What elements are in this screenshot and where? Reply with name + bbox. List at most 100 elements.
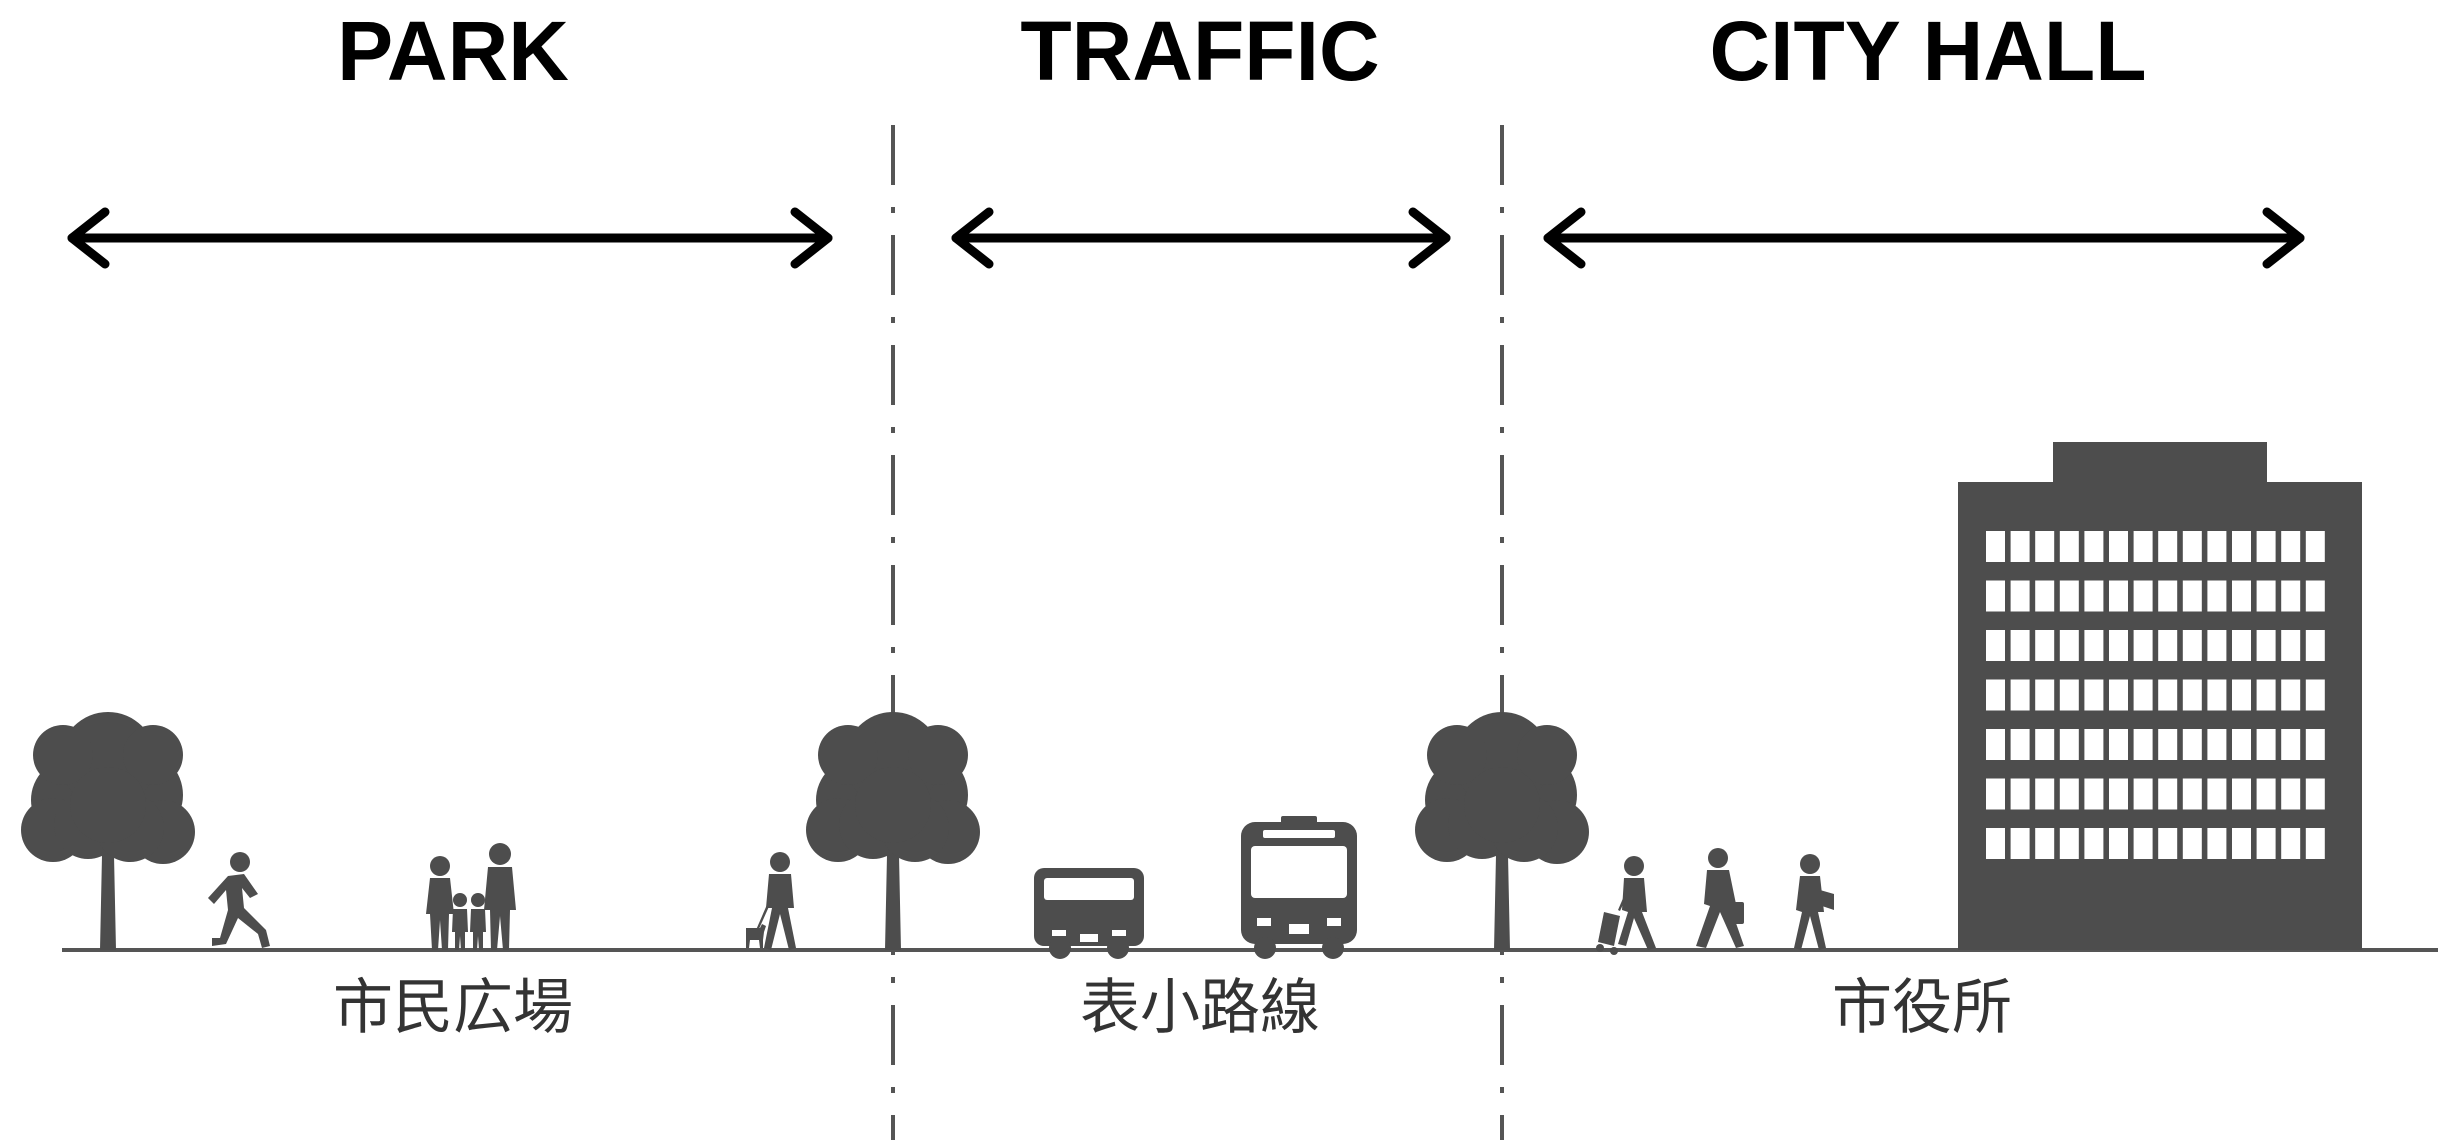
building-window: [2232, 679, 2251, 711]
building-icon: [1958, 442, 2362, 950]
building-window: [1986, 778, 2005, 810]
traveler-icon: [1596, 856, 1656, 955]
building-window: [2207, 679, 2227, 711]
building-window: [2305, 580, 2325, 612]
building-window: [1986, 531, 2005, 562]
building-window: [2059, 630, 2079, 661]
building-window: [2182, 778, 2202, 810]
building-window: [2084, 729, 2104, 760]
city-hall-extent-arrow: [1543, 207, 2305, 269]
zone-label-park: 市民広場: [333, 973, 573, 1043]
building-window: [2133, 580, 2153, 612]
building-window: [2059, 778, 2079, 810]
building-window: [2084, 679, 2104, 711]
building-window: [2133, 630, 2153, 661]
tree-icon: [806, 712, 980, 950]
bus-icon: [1241, 816, 1357, 959]
building-window: [2084, 531, 2104, 562]
building-window: [2084, 630, 2104, 661]
building-window: [2035, 679, 2055, 711]
tree-icon: [21, 712, 195, 950]
building-window: [2305, 828, 2325, 859]
tree-icon: [1415, 712, 1589, 950]
building-window: [2305, 630, 2325, 661]
building-window: [2084, 778, 2104, 810]
building-window: [2059, 531, 2079, 562]
building-window: [2109, 580, 2128, 612]
building-window: [2281, 679, 2301, 711]
building-window: [2010, 778, 2030, 810]
building-window: [2133, 729, 2153, 760]
building-window: [2207, 580, 2227, 612]
building-window: [2232, 729, 2251, 760]
pedestrian-icon: [1696, 848, 1744, 948]
building-window: [2035, 630, 2055, 661]
building-window: [2305, 729, 2325, 760]
building-window: [2232, 580, 2251, 612]
building-window: [2084, 828, 2104, 859]
zone-title-city-hall: CITY HALL: [1709, 4, 2146, 98]
zone-label-traffic: 表小路線: [1080, 973, 1320, 1043]
building-window: [2207, 630, 2227, 661]
building-window: [2158, 531, 2178, 562]
building-window: [2232, 630, 2251, 661]
building-window: [2158, 630, 2178, 661]
building-window: [2109, 828, 2128, 859]
building-window: [2010, 531, 2030, 562]
building-window: [1986, 630, 2005, 661]
building-window: [2109, 630, 2128, 661]
runner-icon: [208, 852, 270, 948]
building-window: [2084, 580, 2104, 612]
building-window: [2010, 630, 2030, 661]
building-window: [2207, 729, 2227, 760]
building-window: [2182, 580, 2202, 612]
building-window: [2035, 729, 2055, 760]
building-window: [2281, 531, 2301, 562]
building-window: [2158, 580, 2178, 612]
building-window: [2256, 679, 2276, 711]
building-window: [2281, 778, 2301, 810]
building-window: [2133, 778, 2153, 810]
building-window: [1986, 580, 2005, 612]
building-window: [2035, 531, 2055, 562]
building-window: [2010, 828, 2030, 859]
building-window: [2281, 630, 2301, 661]
building-window: [2182, 679, 2202, 711]
building-window: [2059, 729, 2079, 760]
building-window: [2133, 828, 2153, 859]
building-window: [2133, 531, 2153, 562]
building-window: [2158, 729, 2178, 760]
building-window: [2182, 531, 2202, 562]
building-window: [2109, 531, 2128, 562]
building-window: [2207, 531, 2227, 562]
dog-walker-icon: [746, 852, 796, 950]
building-window: [2109, 778, 2128, 810]
building-window: [2256, 580, 2276, 612]
building-window: [2182, 630, 2202, 661]
building-window: [2207, 828, 2227, 859]
building-window: [2059, 679, 2079, 711]
building-window: [2158, 828, 2178, 859]
building-window: [1986, 828, 2005, 859]
building-window: [2035, 828, 2055, 859]
building-windows: [1986, 531, 2325, 859]
building-window: [2232, 778, 2251, 810]
bus-icon: [1034, 868, 1144, 959]
building-window: [2133, 679, 2153, 711]
traffic-extent-arrow: [951, 207, 1451, 269]
building-window: [2010, 580, 2030, 612]
zone-label-city-hall: 市役所: [1832, 973, 2012, 1043]
building-window: [2256, 778, 2276, 810]
building-window: [2305, 778, 2325, 810]
building-window: [2256, 531, 2276, 562]
building-window: [2281, 580, 2301, 612]
building-window: [2035, 580, 2055, 612]
building-window: [2035, 778, 2055, 810]
building-window: [2182, 729, 2202, 760]
family-icon: [426, 843, 516, 950]
building-window: [2305, 531, 2325, 562]
park-extent-arrow: [67, 207, 833, 269]
building-window: [2109, 729, 2128, 760]
building-window: [2109, 679, 2128, 711]
